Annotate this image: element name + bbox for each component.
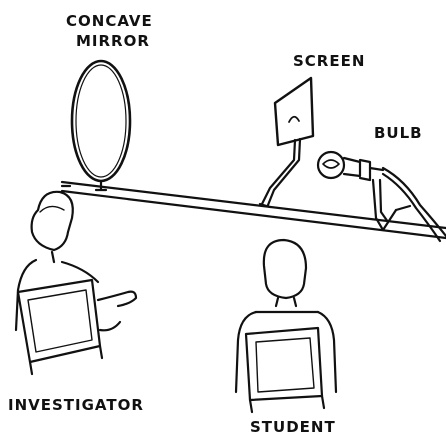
label-mirror: MIRROR [76, 32, 150, 50]
student-figure [236, 240, 336, 412]
label-concave: CONCAVE [66, 12, 153, 30]
label-student: STUDENT [250, 418, 336, 436]
bulb-cord [383, 168, 446, 241]
optical-bench-rail [62, 182, 446, 238]
label-investigator: INVESTIGATOR [8, 396, 144, 414]
label-bulb: BULB [374, 124, 423, 142]
concave-mirror [72, 61, 130, 190]
investigator-figure [16, 192, 136, 374]
screen [260, 78, 313, 207]
label-screen: SCREEN [293, 52, 365, 70]
